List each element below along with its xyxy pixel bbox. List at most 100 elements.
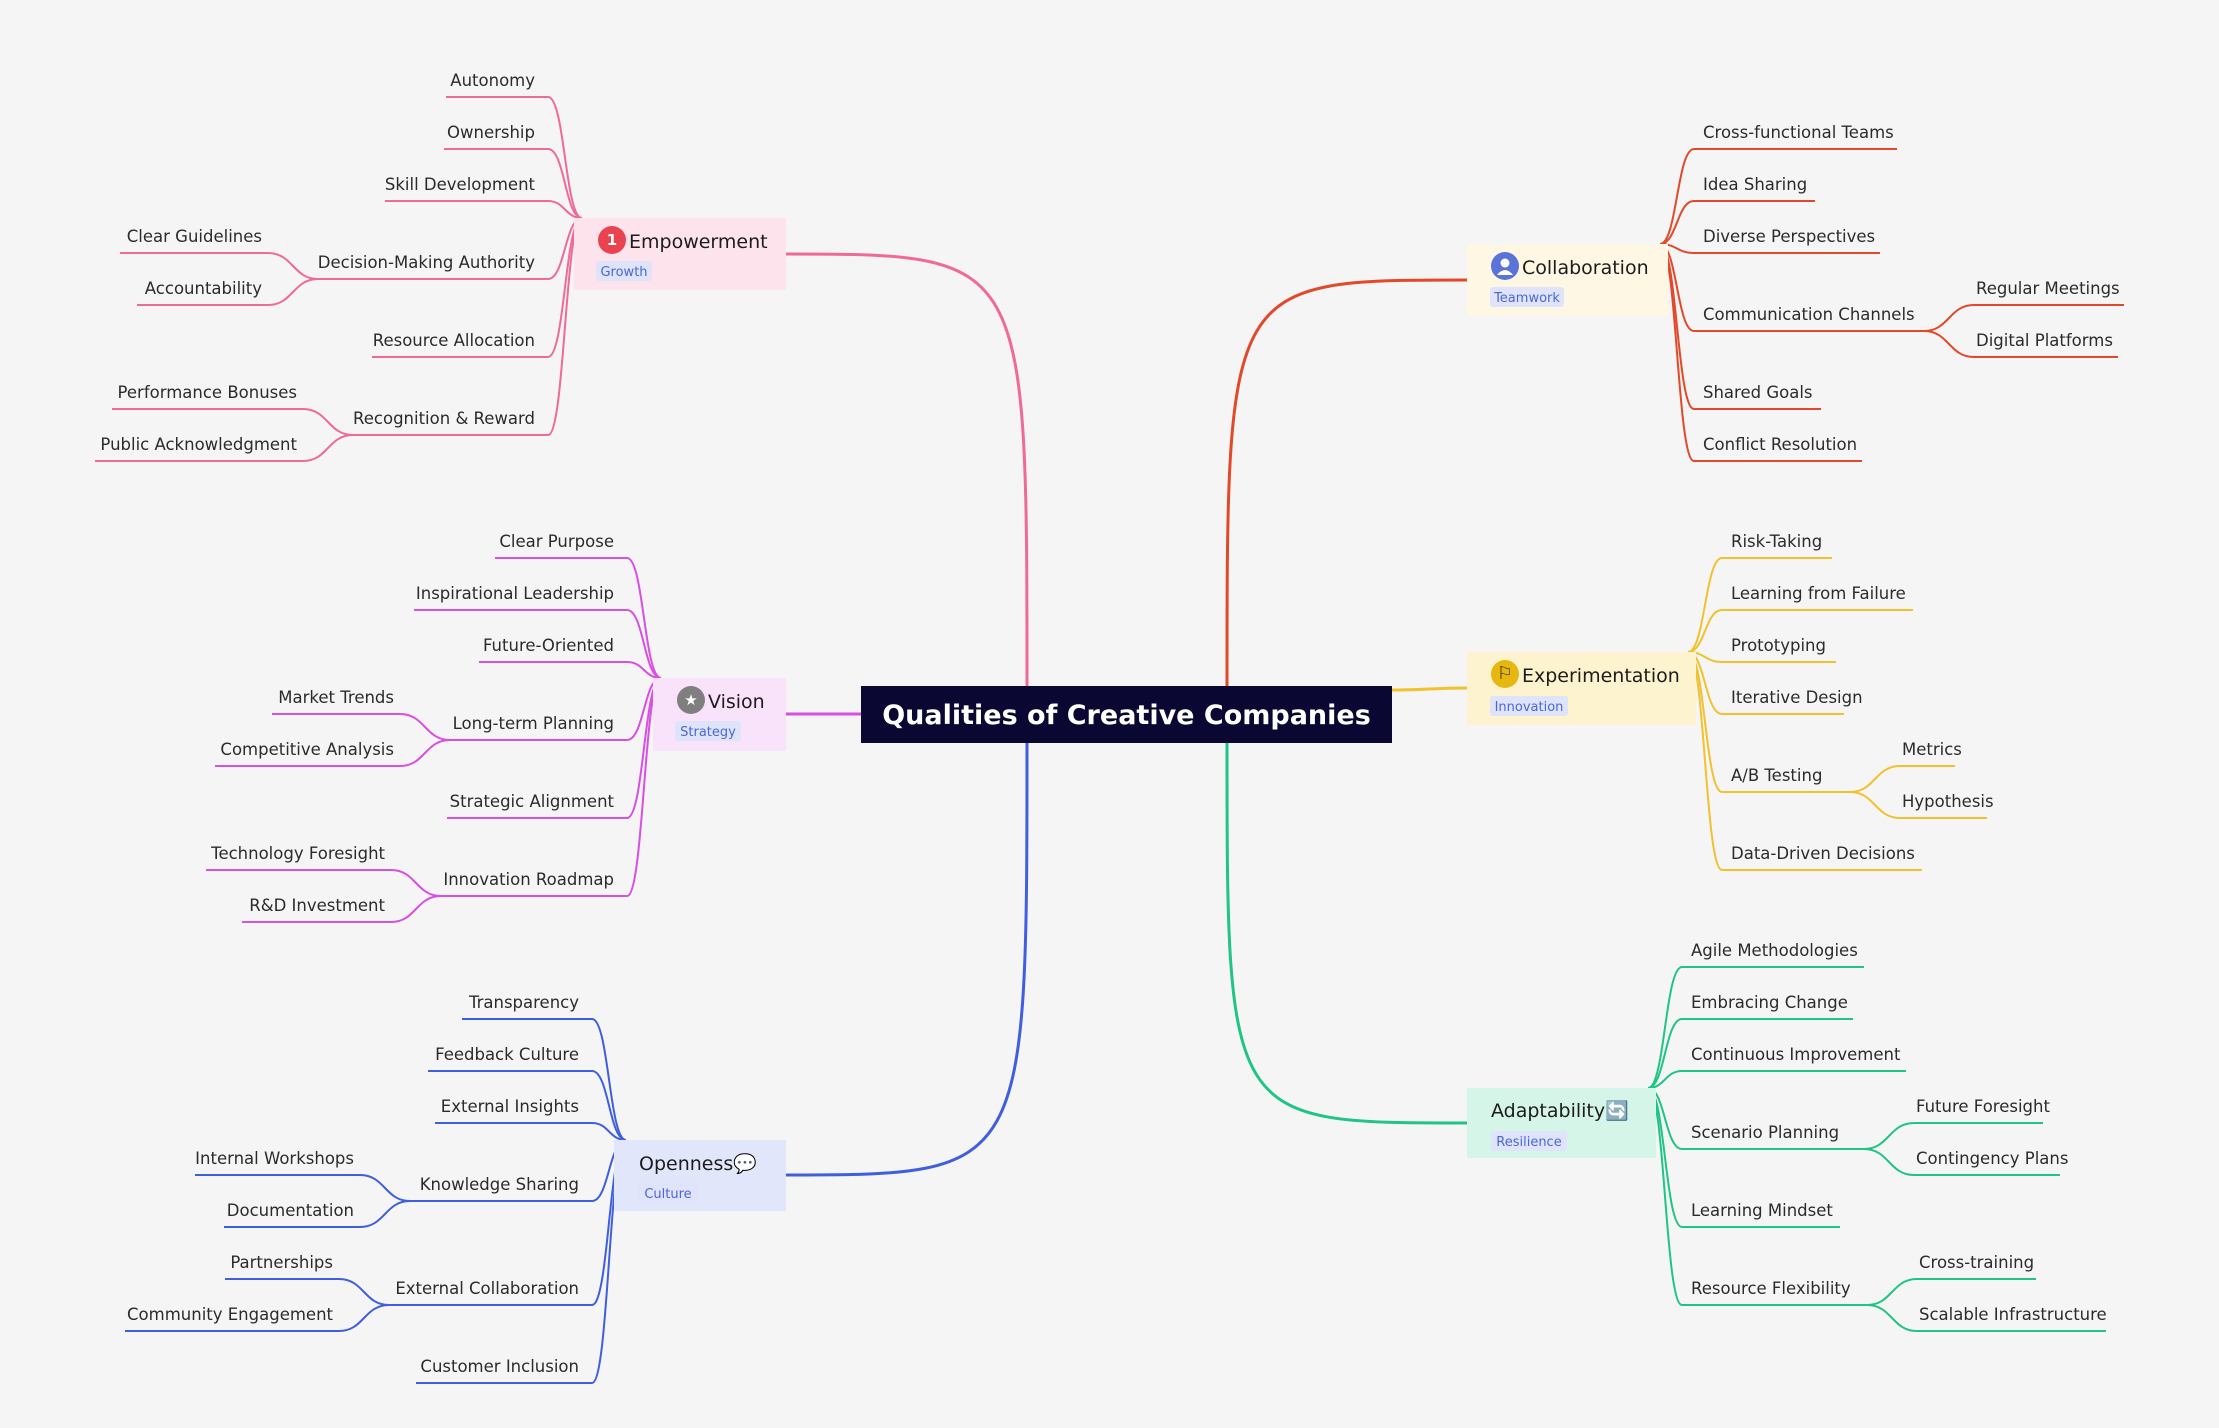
- node-public-acknowledgment[interactable]: Public Acknowledgment: [100, 435, 297, 454]
- node-recognition-reward[interactable]: Recognition & Reward: [353, 409, 535, 428]
- node-ownership[interactable]: Ownership: [447, 123, 535, 142]
- node-external-collaboration[interactable]: External Collaboration: [395, 1279, 579, 1298]
- tag-badge-empowerment: Growth: [596, 261, 652, 281]
- root-node-label: Qualities of Creative Companies: [882, 700, 1371, 731]
- node-data-driven-decisions[interactable]: Data-Driven Decisions: [1731, 844, 1915, 863]
- connector-risk-taking: [1687, 557, 1723, 653]
- node-future-foresight[interactable]: Future Foresight: [1916, 1097, 2050, 1116]
- connector-public-acknowledgment: [302, 434, 354, 462]
- connector-internal-workshops: [359, 1174, 411, 1202]
- node-scalable-infrastructure[interactable]: Scalable Infrastructure: [1919, 1305, 2107, 1324]
- node-communication-channels[interactable]: Communication Channels: [1703, 305, 1915, 324]
- node-risk-taking[interactable]: Risk-Taking: [1731, 532, 1822, 551]
- tag-text-collaboration: Teamwork: [1493, 291, 1560, 306]
- node-r-d-investment[interactable]: R&D Investment: [249, 896, 385, 915]
- tag-text-empowerment: Growth: [600, 265, 647, 280]
- node-autonomy[interactable]: Autonomy: [450, 71, 535, 90]
- node-prototyping[interactable]: Prototyping: [1731, 636, 1826, 655]
- node-partnerships[interactable]: Partnerships: [230, 1253, 333, 1272]
- node-feedback-culture[interactable]: Feedback Culture: [435, 1045, 579, 1064]
- node-strategic-alignment[interactable]: Strategic Alignment: [450, 792, 615, 811]
- root-node-box: [861, 686, 1392, 743]
- connector-cross-functional-teams: [1659, 148, 1695, 245]
- node-a-b-testing[interactable]: A/B Testing: [1731, 766, 1822, 785]
- node-scenario-planning[interactable]: Scenario Planning: [1691, 1123, 1839, 1142]
- node-performance-bonuses[interactable]: Performance Bonuses: [118, 383, 297, 402]
- svg-text:1: 1: [607, 231, 617, 249]
- connector-future-foresight: [1863, 1122, 1915, 1150]
- connector-community-engagement: [338, 1304, 390, 1332]
- tag-text-vision: Strategy: [680, 725, 736, 740]
- node-contingency-plans[interactable]: Contingency Plans: [1916, 1149, 2068, 1168]
- root-node[interactable]: Qualities of Creative Companies: [861, 686, 1392, 743]
- node-conflict-resolution[interactable]: Conflict Resolution: [1703, 435, 1857, 454]
- node-knowledge-sharing[interactable]: Knowledge Sharing: [420, 1175, 579, 1194]
- node-iterative-design[interactable]: Iterative Design: [1731, 688, 1863, 707]
- node-community-engagement[interactable]: Community Engagement: [127, 1305, 334, 1324]
- connector-contingency-plans: [1863, 1148, 1915, 1176]
- node-cross-training[interactable]: Cross-training: [1919, 1253, 2034, 1272]
- node-technology-foresight[interactable]: Technology Foresight: [210, 844, 385, 863]
- node-metrics[interactable]: Metrics: [1902, 740, 1962, 759]
- connector-regular-meetings: [1923, 304, 1975, 332]
- connector-learning-from-failure: [1687, 609, 1723, 653]
- node-continuous-improvement[interactable]: Continuous Improvement: [1691, 1045, 1901, 1064]
- node-regular-meetings[interactable]: Regular Meetings: [1976, 279, 2120, 298]
- connector-embracing-change: [1647, 1018, 1683, 1089]
- node-internal-workshops[interactable]: Internal Workshops: [195, 1149, 354, 1168]
- tag-badge-adaptability: Resilience: [1491, 1131, 1567, 1151]
- node-accountability[interactable]: Accountability: [145, 279, 262, 298]
- node-resource-allocation[interactable]: Resource Allocation: [373, 331, 535, 350]
- node-innovation-roadmap[interactable]: Innovation Roadmap: [443, 870, 614, 889]
- node-future-oriented[interactable]: Future-Oriented: [483, 636, 614, 655]
- connector-clear-purpose: [626, 557, 662, 679]
- connector-external-insights: [591, 1122, 627, 1141]
- node-skill-development[interactable]: Skill Development: [385, 175, 536, 194]
- node-cross-functional-teams[interactable]: Cross-functional Teams: [1703, 123, 1894, 142]
- connector-ownership: [547, 148, 583, 219]
- tag-text-adaptability: Resilience: [1496, 1135, 1561, 1150]
- node-inspirational-leadership[interactable]: Inspirational Leadership: [416, 584, 614, 603]
- svg-text:⚐: ⚐: [1497, 663, 1513, 684]
- node-resource-flexibility[interactable]: Resource Flexibility: [1691, 1279, 1851, 1298]
- node-market-trends[interactable]: Market Trends: [278, 688, 394, 707]
- node-shared-goals[interactable]: Shared Goals: [1703, 383, 1813, 402]
- connector-root-experimentation: [1391, 686, 1468, 692]
- connector-skill-development: [547, 200, 583, 219]
- node-agile-methodologies[interactable]: Agile Methodologies: [1691, 941, 1858, 960]
- node-transparency[interactable]: Transparency: [468, 993, 579, 1012]
- connector-agile-methodologies: [1647, 966, 1683, 1089]
- flag-badge-icon: ⚐: [1491, 660, 1519, 688]
- node-clear-purpose[interactable]: Clear Purpose: [499, 532, 614, 551]
- node-diverse-perspectives[interactable]: Diverse Perspectives: [1703, 227, 1875, 246]
- node-digital-platforms[interactable]: Digital Platforms: [1976, 331, 2113, 350]
- node-idea-sharing[interactable]: Idea Sharing: [1703, 175, 1807, 194]
- node-learning-mindset[interactable]: Learning Mindset: [1691, 1201, 1833, 1220]
- connector-continuous-improvement: [1647, 1070, 1683, 1089]
- node-competitive-analysis[interactable]: Competitive Analysis: [220, 740, 394, 759]
- number-one-badge-icon: 1: [598, 226, 626, 254]
- node-decision-making-authority[interactable]: Decision-Making Authority: [318, 253, 535, 272]
- node-customer-inclusion[interactable]: Customer Inclusion: [420, 1357, 579, 1376]
- connector-transparency: [591, 1018, 627, 1141]
- connector-idea-sharing: [1659, 200, 1695, 245]
- node-clear-guidelines[interactable]: Clear Guidelines: [127, 227, 262, 246]
- node-embracing-change[interactable]: Embracing Change: [1691, 993, 1848, 1012]
- node-long-term-planning[interactable]: Long-term Planning: [453, 714, 614, 733]
- connector-root-empowerment: [785, 252, 1029, 687]
- branch-node-adaptability[interactable]: Adaptability🔄Resilience: [1467, 1088, 1656, 1158]
- node-hypothesis[interactable]: Hypothesis: [1902, 792, 1994, 811]
- node-learning-from-failure[interactable]: Learning from Failure: [1731, 584, 1906, 603]
- connector-cross-training: [1866, 1278, 1918, 1306]
- branch-node-openness[interactable]: Openness💬Culture: [614, 1140, 786, 1211]
- branch-title-collaboration: Collaboration: [1522, 257, 1649, 279]
- connector-inspirational-leadership: [626, 609, 662, 679]
- node-external-insights[interactable]: External Insights: [441, 1097, 579, 1116]
- node-documentation[interactable]: Documentation: [227, 1201, 354, 1220]
